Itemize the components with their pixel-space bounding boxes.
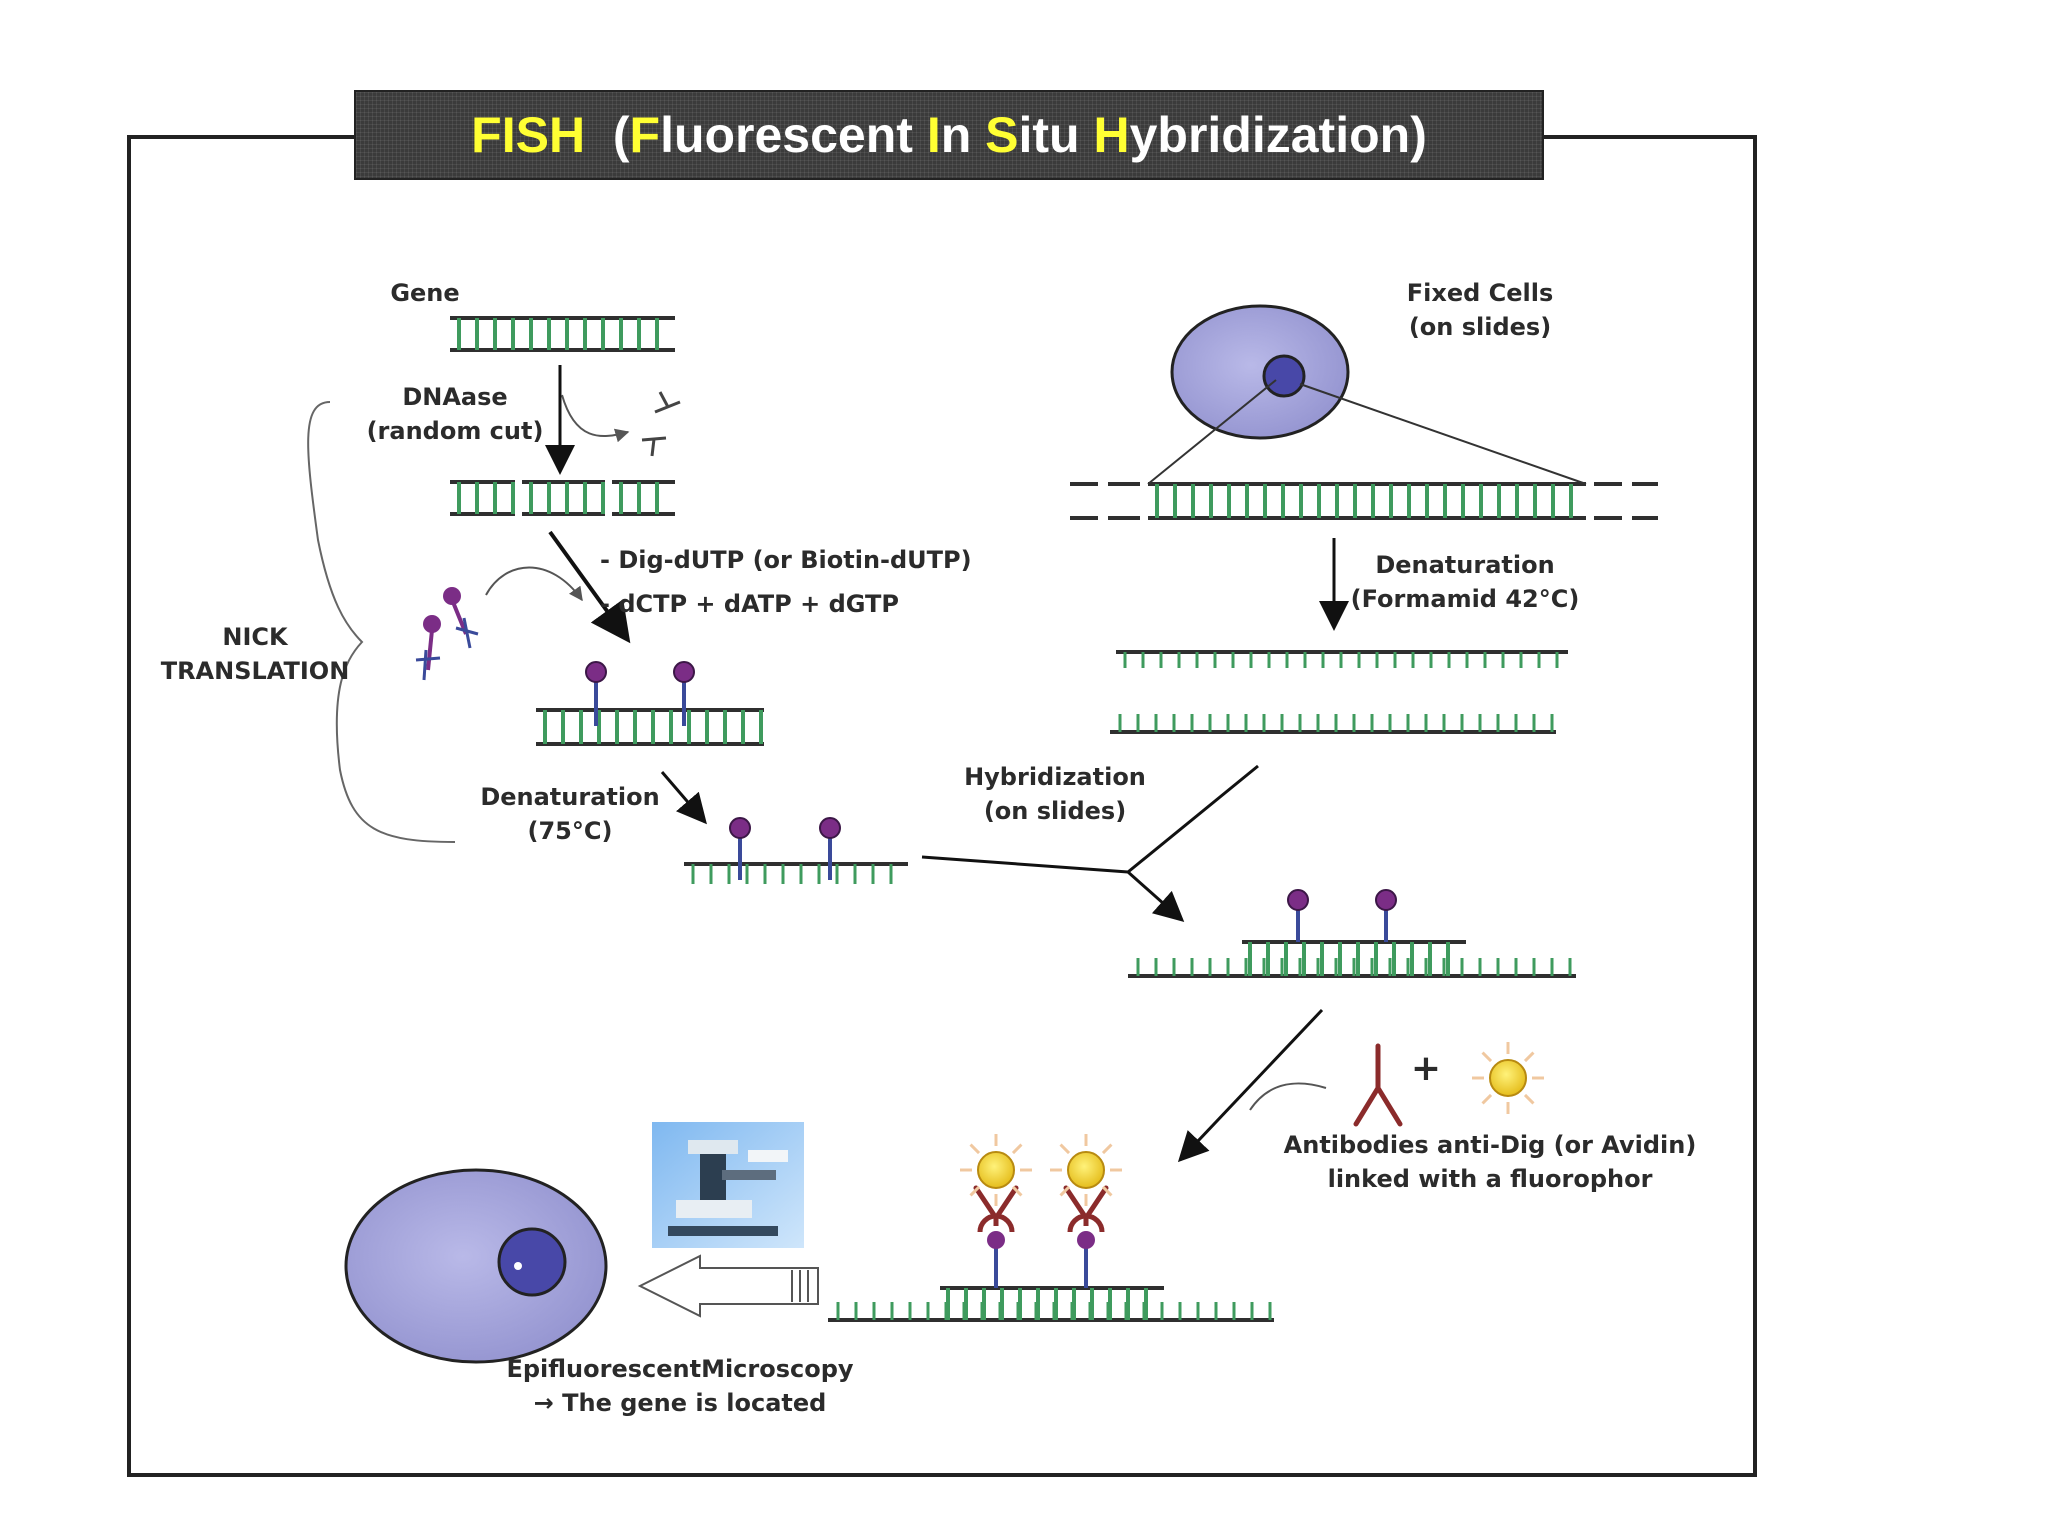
probe-layer bbox=[585, 661, 1397, 942]
page-title: FISH (Fluorescent In Situ Hybridization) bbox=[471, 106, 1427, 164]
label-reagents: - Dig-dUTP (or Biotin-dUTP)- dCTP + dATP… bbox=[600, 546, 972, 618]
hyb-label-1 bbox=[1287, 889, 1309, 942]
label-fixed-cells: Fixed Cells(on slides) bbox=[1406, 279, 1554, 341]
detection-fluorophore-1 bbox=[960, 1134, 1032, 1206]
arrow-fragments-curve bbox=[561, 394, 630, 443]
label-plus: + bbox=[1410, 1048, 1442, 1089]
probe-ss-label-2 bbox=[819, 817, 841, 880]
title-word-in: n bbox=[940, 107, 986, 163]
arrow-hybridization bbox=[1127, 870, 1185, 922]
label-gene: Gene bbox=[390, 279, 460, 307]
probe-ss-label-1 bbox=[729, 817, 751, 880]
detection-antibody-1 bbox=[973, 1185, 1019, 1288]
label-denaturation-probe: Denaturation(75°C) bbox=[480, 783, 660, 845]
title-paren-open: ( bbox=[612, 107, 630, 163]
title-initial-i: I bbox=[926, 107, 941, 163]
microscope-icon bbox=[652, 1122, 804, 1248]
free-labeled-nucleotides bbox=[415, 587, 479, 681]
label-microscopy: EpifluorescentMicroscopy→ The gene is lo… bbox=[506, 1355, 854, 1417]
title-word-fluorescent: luorescent bbox=[660, 107, 927, 163]
title-word-situ: itu bbox=[1018, 107, 1094, 163]
detection-complexes bbox=[960, 1134, 1122, 1288]
title-word-hybridization: ybridization bbox=[1129, 107, 1411, 163]
final-cell bbox=[344, 1168, 608, 1364]
arrow-detection bbox=[1177, 1008, 1324, 1163]
title-initial-f: F bbox=[629, 107, 661, 163]
detection-antibody-2 bbox=[1063, 1185, 1109, 1288]
arrow-cut-to-labeled bbox=[548, 530, 631, 644]
label-denaturation-target: Denaturation(Formamid 42°C) bbox=[1350, 551, 1580, 613]
title-acronym: FISH bbox=[471, 107, 586, 163]
dna-target-strand-top bbox=[1116, 650, 1568, 668]
dna-chromosome bbox=[1070, 482, 1658, 520]
nick-translation-brace bbox=[307, 401, 456, 843]
merge-line-target bbox=[1127, 764, 1259, 874]
title-paren-close: ) bbox=[1410, 107, 1427, 163]
detection-fluorophore-2 bbox=[1050, 1134, 1122, 1206]
legend-fluorophore bbox=[1472, 1042, 1544, 1114]
arrow-labeled-to-denatured bbox=[660, 771, 707, 825]
label-hybridization: Hybridization(on slides) bbox=[964, 763, 1146, 825]
cut-fragments bbox=[641, 391, 681, 457]
label-antibodies: Antibodies anti-Dig (or Avidin)linked wi… bbox=[1283, 1131, 1697, 1193]
title-initial-s: S bbox=[985, 107, 1019, 163]
hollow-arrow-icon bbox=[637, 1254, 819, 1318]
dna-probe-single bbox=[684, 862, 908, 884]
antibody-pointer-curve bbox=[1249, 1082, 1327, 1111]
merge-line-probe bbox=[921, 855, 1129, 874]
dna-gene bbox=[450, 316, 675, 352]
title-initial-h: H bbox=[1093, 107, 1130, 163]
arrow-nucleotides-curve bbox=[485, 566, 583, 602]
hyb-label-2 bbox=[1375, 889, 1397, 942]
label-dnaase: DNAase(random cut) bbox=[366, 383, 544, 445]
dna-target-strand-bottom bbox=[1110, 714, 1556, 734]
title-bar: FISH (Fluorescent In Situ Hybridization) bbox=[356, 92, 1542, 178]
dna-layer bbox=[450, 316, 1658, 1322]
probe-label-2 bbox=[673, 661, 695, 726]
dna-labeled-probe bbox=[536, 708, 764, 746]
dna-hybridized bbox=[1128, 940, 1576, 978]
fluorophore-icon bbox=[1472, 1042, 1544, 1114]
dna-detected bbox=[828, 1286, 1274, 1322]
dna-nicked-gene bbox=[450, 480, 675, 516]
antibody-icon bbox=[1353, 1043, 1403, 1127]
fixed-cell bbox=[1147, 304, 1587, 485]
probe-label-1 bbox=[585, 661, 607, 726]
